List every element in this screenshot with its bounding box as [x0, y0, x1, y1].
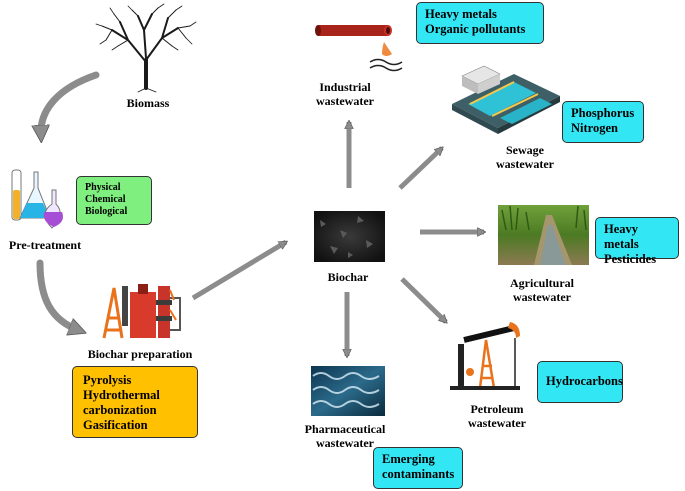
- biochar-image: [314, 211, 385, 262]
- petroleum-pollutants-box: Hydrocarbons: [537, 361, 623, 403]
- crop-field-image: [498, 205, 589, 265]
- arrow-biochar-to-sewage: [398, 148, 442, 190]
- arrow-biochar-to-petroleum: [400, 277, 446, 322]
- agricultural-pollutants-box: Heavy metals Pesticides: [595, 217, 679, 266]
- pipe-icon: [315, 25, 403, 72]
- tree-icon: [95, 3, 197, 93]
- arrow-pretreatment-to-preparation: [36, 259, 78, 330]
- preparation-methods-box: Pyrolysis Hydrothermal carbonization Gas…: [72, 366, 198, 438]
- sewage-pollutants-box: Phosphorus Nitrogen: [562, 101, 644, 143]
- pharmaceutical-pollutants-box: Emerging contaminants: [373, 447, 463, 489]
- factory-icon: [102, 284, 181, 339]
- water-image: [311, 366, 385, 416]
- treatment-plant-icon: [452, 65, 560, 134]
- oil-pump-icon: [450, 322, 520, 390]
- pretreatment-label: Pre-treatment: [8, 238, 82, 252]
- pretreatment-methods-box: Physical Chemical Biological: [76, 176, 152, 225]
- arrow-preparation-to-biochar: [191, 239, 286, 301]
- biochar-label: Biochar: [327, 270, 369, 284]
- arrow-biomass-to-pretreatment: [41, 71, 100, 134]
- lab-flasks-icon: [11, 169, 63, 229]
- biomass-label: Biomass: [126, 96, 170, 110]
- biochar-preparation-label: Biochar preparation: [87, 347, 193, 361]
- industrial-pollutants-box: Heavy metals Organic pollutants: [416, 2, 544, 44]
